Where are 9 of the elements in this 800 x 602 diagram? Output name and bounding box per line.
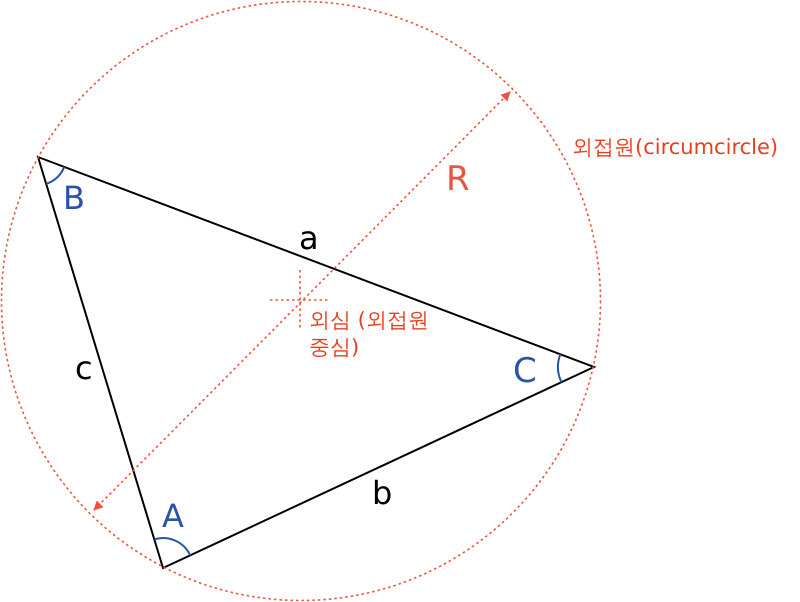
side-label: b (372, 477, 392, 509)
angle-label: C (513, 354, 537, 388)
angle-label: A (162, 500, 184, 532)
center-label: 외심 (외접원 중심) (309, 307, 430, 362)
side-label: c (75, 352, 93, 384)
circumcircle-label: 외접원(circumcircle) (572, 137, 778, 158)
side-label: a (299, 222, 319, 254)
radius-label: R (446, 162, 470, 196)
angle-label: B (63, 182, 85, 214)
